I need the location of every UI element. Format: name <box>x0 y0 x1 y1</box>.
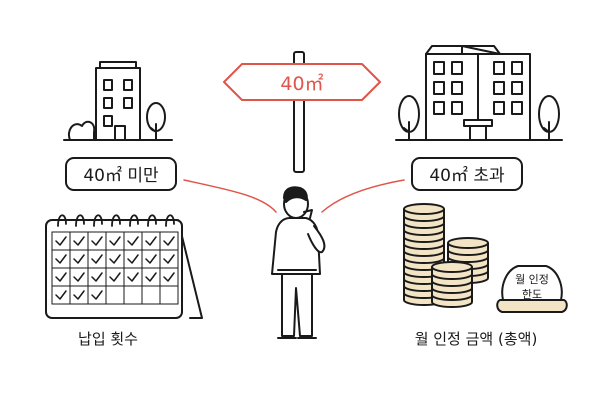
checkmark-icon <box>145 236 157 246</box>
checkmark-icon <box>163 236 175 246</box>
calendar-icon <box>45 214 203 319</box>
right-connector-line <box>321 179 405 213</box>
calendar-caption: 납입 횟수 <box>78 330 138 348</box>
checkmark-icon <box>127 236 139 246</box>
checkmark-icon <box>91 290 103 300</box>
checkmark-icon <box>55 236 67 246</box>
checkmark-icon <box>91 236 103 246</box>
left-label: 40㎡ 미만 <box>83 166 159 186</box>
calendar-checkmarks <box>55 236 175 300</box>
checkmark-icon <box>91 272 103 282</box>
person-thinking-icon <box>271 186 326 339</box>
calendar-ring <box>165 214 175 227</box>
tree-icon <box>63 102 173 141</box>
left-connector-line <box>183 179 277 213</box>
checkmark-icon <box>55 254 67 264</box>
checkmark-icon <box>73 272 85 282</box>
checkmark-icon <box>73 290 85 300</box>
checkmark-icon <box>109 236 121 246</box>
connector-lines <box>183 179 405 213</box>
limit-bell-line2: 한도 <box>522 288 542 301</box>
right-label: 40㎡ 초과 <box>429 166 505 186</box>
tree-icon <box>395 95 563 141</box>
small-building-icon <box>68 61 141 141</box>
limit-bell-line1: 월 인정 <box>515 273 549 286</box>
calendar-ring <box>111 214 121 227</box>
checkmark-icon <box>163 272 175 282</box>
checkmark-icon <box>127 272 139 282</box>
checkmark-icon <box>73 254 85 264</box>
calendar-ring <box>57 214 67 227</box>
coin-stack-front <box>431 261 473 308</box>
checkmark-icon <box>163 254 175 264</box>
checkmark-icon <box>91 254 103 264</box>
checkmark-icon <box>73 236 85 246</box>
calendar-ring <box>93 214 103 227</box>
left-label-box: 40㎡ 미만 <box>65 157 177 191</box>
signpost-icon: 40㎡ <box>223 51 381 173</box>
calendar-grid <box>51 231 179 305</box>
signpost-text: 40㎡ <box>280 72 323 95</box>
coins-caption: 월 인정 금액 (총액) <box>415 330 538 348</box>
checkmark-icon <box>55 272 67 282</box>
checkmark-icon <box>145 272 157 282</box>
apartment-icon <box>425 45 531 141</box>
limit-bell-icon: 월 인정 한도 <box>496 265 568 313</box>
coin-stack-icon <box>403 203 489 308</box>
right-label-box: 40㎡ 초과 <box>411 157 523 191</box>
checkmark-icon <box>109 254 121 264</box>
checkmark-icon <box>109 272 121 282</box>
calendar-ring <box>147 214 157 227</box>
checkmark-icon <box>55 290 67 300</box>
checkmark-icon <box>127 254 139 264</box>
checkmark-icon <box>145 254 157 264</box>
calendar-ring <box>75 214 85 227</box>
calendar-ring <box>129 214 139 227</box>
